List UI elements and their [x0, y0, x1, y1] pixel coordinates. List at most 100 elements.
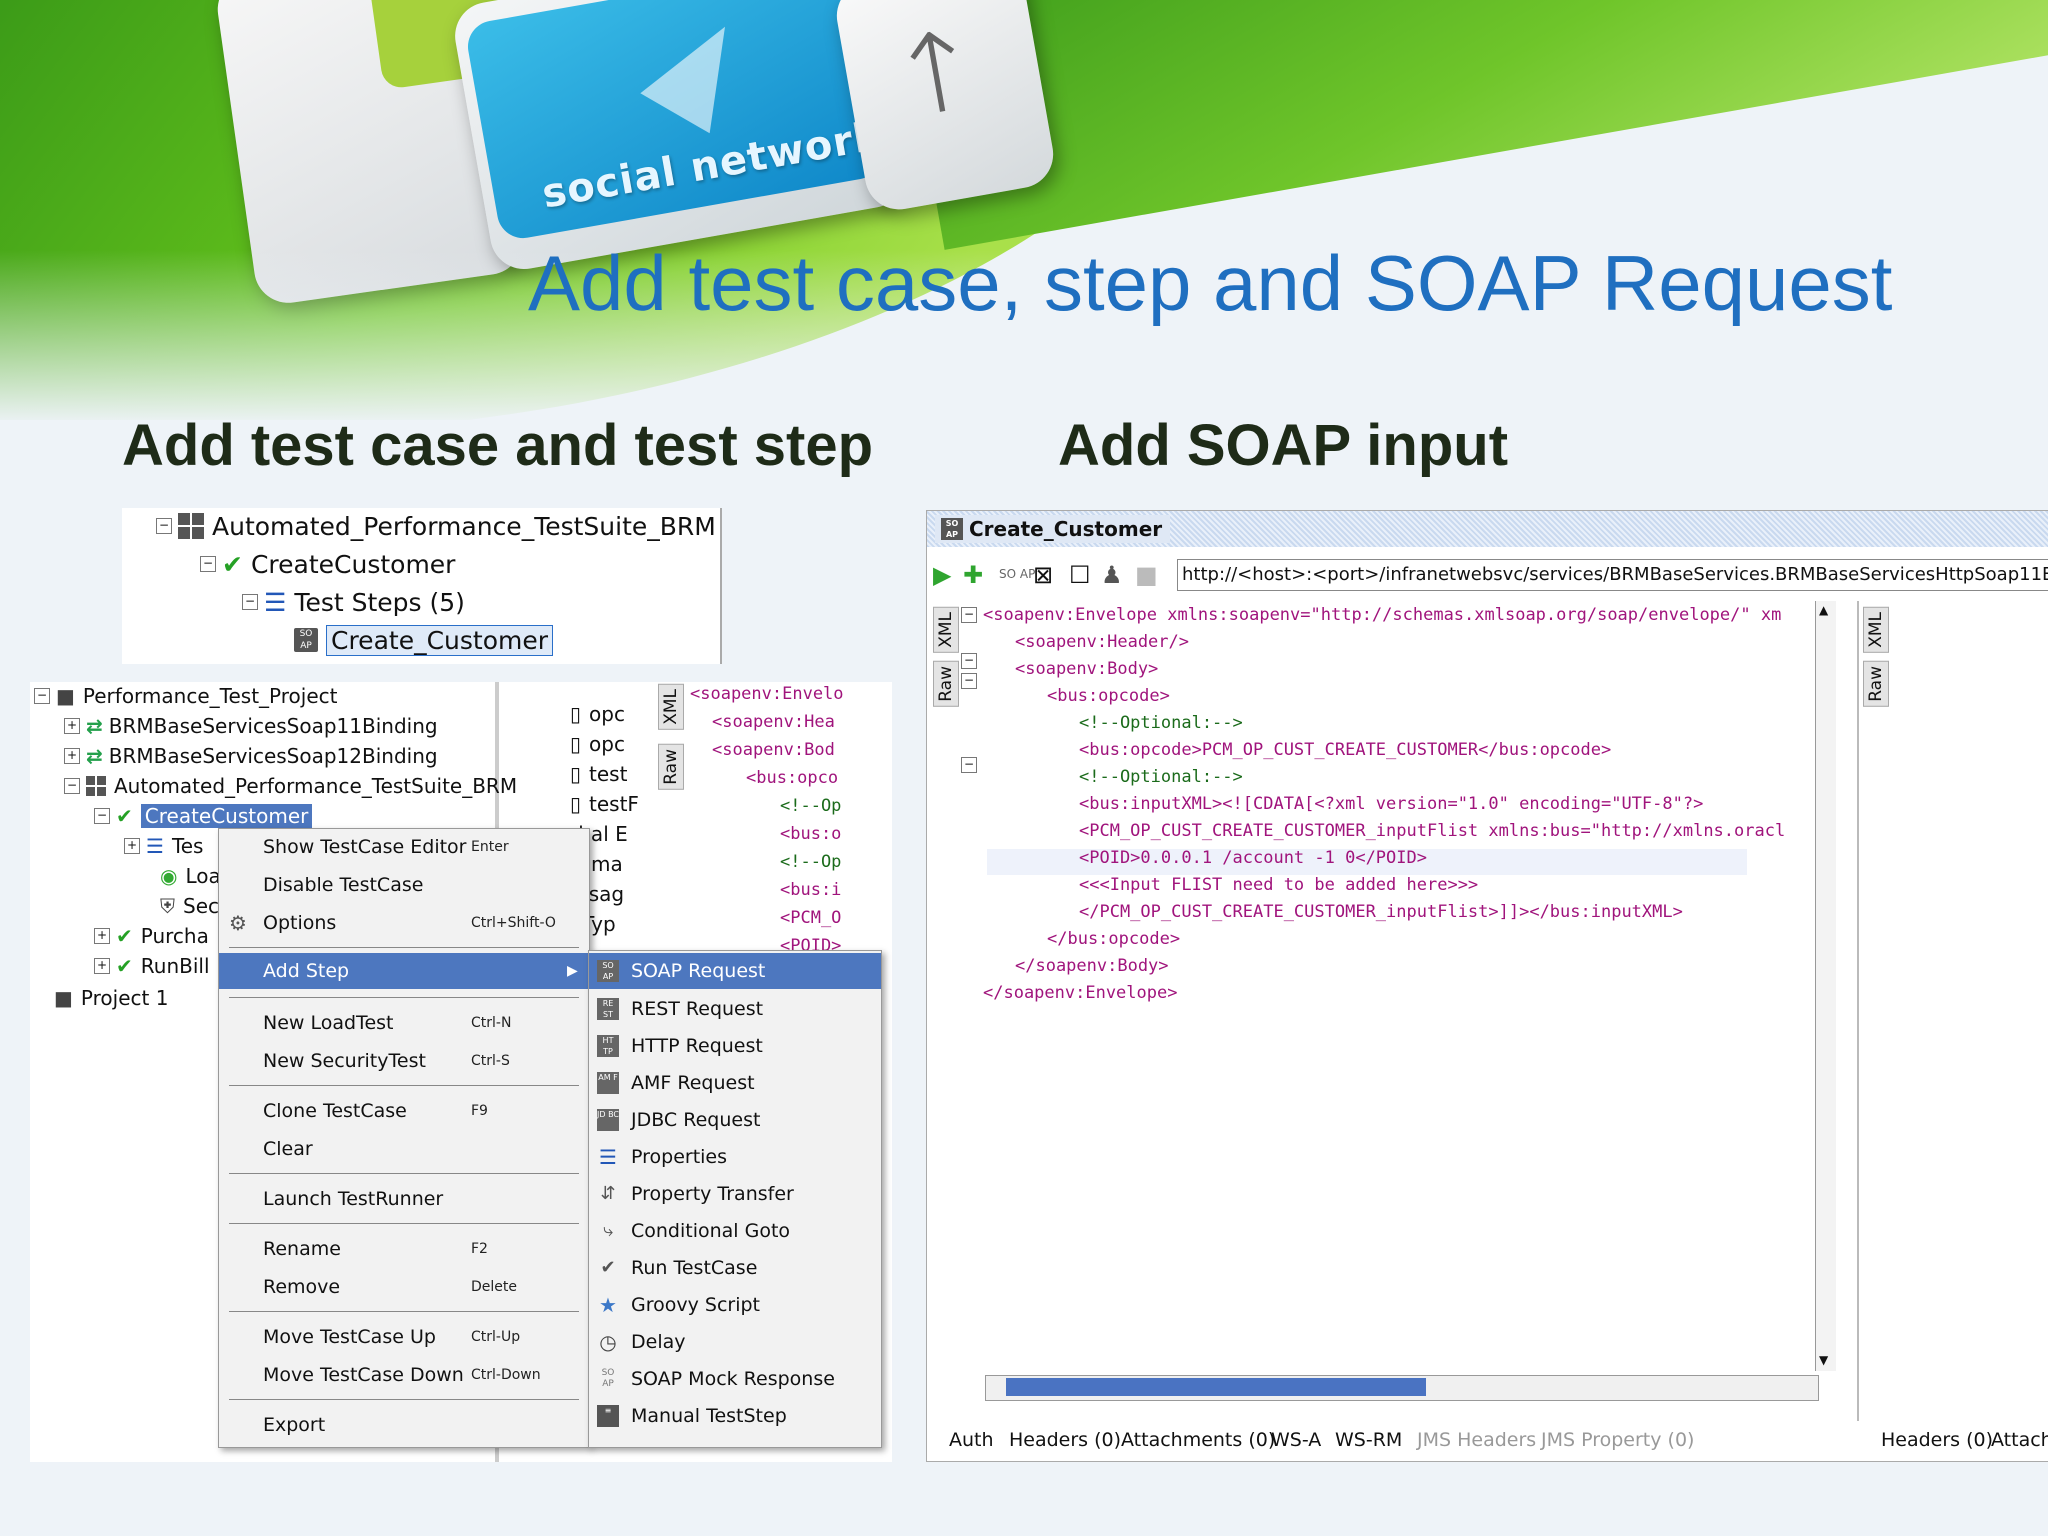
format-icon[interactable]: ⊠ [1033, 561, 1054, 589]
list-item[interactable]: ▯testF [570, 792, 639, 816]
scroll-up-icon[interactable]: ▲ [1819, 603, 1829, 617]
tree-row-binding2[interactable]: + ⇄ BRMBaseServicesSoap12Binding [64, 742, 438, 770]
submenu-item-delay[interactable]: ◷Delay [589, 1324, 881, 1360]
tab-raw[interactable]: Raw [933, 661, 959, 707]
submenu-item-properties[interactable]: ☰Properties [589, 1139, 881, 1175]
tab-xml[interactable]: XML [933, 607, 959, 653]
tree-row-child2[interactable]: ◉ Loa [160, 862, 221, 890]
tree-row-suite[interactable]: − Automated_Performance_TestSuite_BRM [156, 508, 716, 544]
tab-auth[interactable]: Auth [949, 1429, 994, 1451]
collapse-icon[interactable]: − [34, 688, 50, 704]
tree-row-testcase[interactable]: − ✔ CreateCustomer [200, 546, 455, 582]
expand-icon[interactable]: + [124, 838, 140, 854]
tree-row-steps[interactable]: − ☰ Test Steps (5) [242, 584, 465, 620]
tree-row-child1[interactable]: + ☰ Tes [124, 832, 203, 860]
tree-row-binding1[interactable]: + ⇄ BRMBaseServicesSoap11Binding [64, 712, 438, 740]
stop-icon[interactable]: ☐ [1069, 561, 1091, 589]
submenu-item-run[interactable]: ✔Run TestCase [589, 1250, 881, 1286]
tab-jms-headers[interactable]: JMS Headers [1417, 1429, 1537, 1451]
horizontal-scrollbar[interactable] [985, 1375, 1819, 1401]
user-icon[interactable]: ♟ [1101, 561, 1123, 589]
code-line: <<<Input FLIST need to be added here>>> [1079, 875, 1479, 895]
tab-raw[interactable]: Raw [658, 744, 684, 790]
endpoint-url-input[interactable]: http://<host>:<port>/infranetwebsvc/serv… [1177, 559, 2048, 591]
collapse-icon[interactable]: − [242, 594, 258, 610]
code-line: <bus:inputXML><![CDATA[<?xml version="1.… [1079, 794, 1704, 814]
tab-raw[interactable]: Raw [1863, 661, 1889, 707]
collapse-icon[interactable]: − [200, 556, 216, 572]
tree-row-testcase[interactable]: − ✔ CreateCustomer [94, 802, 313, 830]
menu-item-testrunner[interactable]: Launch TestRunner [263, 1188, 444, 1210]
tree-row-tc3[interactable]: + ✔ RunBill [94, 952, 210, 980]
tab-ws-rm[interactable]: WS-RM [1335, 1429, 1403, 1451]
expand-icon[interactable]: + [64, 748, 80, 764]
scroll-thumb[interactable] [1006, 1378, 1426, 1396]
tab-headers[interactable]: Headers (0) [1009, 1429, 1122, 1451]
child1-label: Tes [171, 834, 204, 858]
fold-icon[interactable]: − [961, 673, 977, 689]
gear-icon: ⚙ [229, 911, 247, 935]
fold-icon[interactable]: − [961, 653, 977, 669]
tab-jms-property[interactable]: JMS Property (0) [1541, 1429, 1695, 1451]
xml-code-area[interactable]: − − − − <soapenv:Envelope xmlns:soapenv=… [961, 601, 1785, 1401]
list-item[interactable]: ▯opc [570, 702, 625, 726]
menu-item-add-step[interactable]: Add Step▶ [219, 953, 589, 989]
fold-icon[interactable]: − [961, 757, 977, 773]
tab-response-attachments[interactable]: Attach [1991, 1429, 2048, 1451]
tree-row-child3[interactable]: ⛨ Sec [160, 892, 219, 920]
fold-icon[interactable]: − [961, 607, 977, 623]
vertical-scrollbar[interactable]: ▲ ▼ [1815, 601, 1836, 1371]
tree-row-tc2[interactable]: + ✔ Purcha [94, 922, 209, 950]
add-icon[interactable]: ✚ [963, 561, 984, 589]
menu-item-disable[interactable]: Disable TestCase [263, 874, 424, 896]
tree-row-project[interactable]: − ■ Performance_Test_Project [34, 682, 337, 710]
submenu-item-transfer[interactable]: ⇵Property Transfer [589, 1176, 881, 1212]
folder-icon: ■ [54, 986, 73, 1010]
menu-item-export[interactable]: Export [263, 1414, 326, 1436]
expand-icon[interactable]: + [94, 958, 110, 974]
tab-xml[interactable]: XML [658, 684, 684, 730]
tab-attachments[interactable]: Attachments (0) [1121, 1429, 1276, 1451]
testsuite-tree: − Automated_Performance_TestSuite_BRM − … [122, 508, 722, 664]
collapse-icon[interactable]: − [156, 518, 172, 534]
code-line: </PCM_OP_CUST_CREATE_CUSTOMER_inputFlist… [1079, 902, 1683, 922]
check-icon: ✔ [222, 549, 243, 579]
clock-icon: ◷ [599, 1330, 617, 1354]
menu-item-clear[interactable]: Clear [263, 1138, 313, 1160]
collapse-icon[interactable]: − [64, 778, 80, 794]
submenu-item-goto[interactable]: ⤷Conditional Goto [589, 1213, 881, 1249]
soap-mock-icon[interactable]: SO AP [999, 567, 1036, 581]
submenu-item-manual[interactable]: ≡Manual TestStep [589, 1398, 881, 1434]
tree-row-project2[interactable]: ■ Project 1 [54, 984, 168, 1012]
tab-xml[interactable]: XML [1863, 607, 1889, 653]
list-item[interactable]: ▯opc [570, 732, 625, 756]
tree-row-suite[interactable]: − Automated_Performance_TestSuite_BRM [64, 772, 517, 800]
testcase-label: CreateCustomer [140, 804, 313, 828]
tab-response-headers[interactable]: Headers (0) [1881, 1429, 1994, 1451]
collapse-icon[interactable]: − [94, 808, 110, 824]
expand-icon[interactable]: + [94, 928, 110, 944]
list-item[interactable]: ▯test [570, 762, 628, 786]
scroll-down-icon[interactable]: ▼ [1819, 1353, 1829, 1367]
play-icon[interactable]: ▶ [933, 561, 952, 589]
expand-icon[interactable]: + [64, 718, 80, 734]
tab-ws-a[interactable]: WS-A [1271, 1429, 1322, 1451]
code-line: <PCM_OP_CUST_CREATE_CUSTOMER_inputFlist … [1079, 821, 1786, 841]
submenu-item-groovy[interactable]: ★Groovy Script [589, 1287, 881, 1323]
